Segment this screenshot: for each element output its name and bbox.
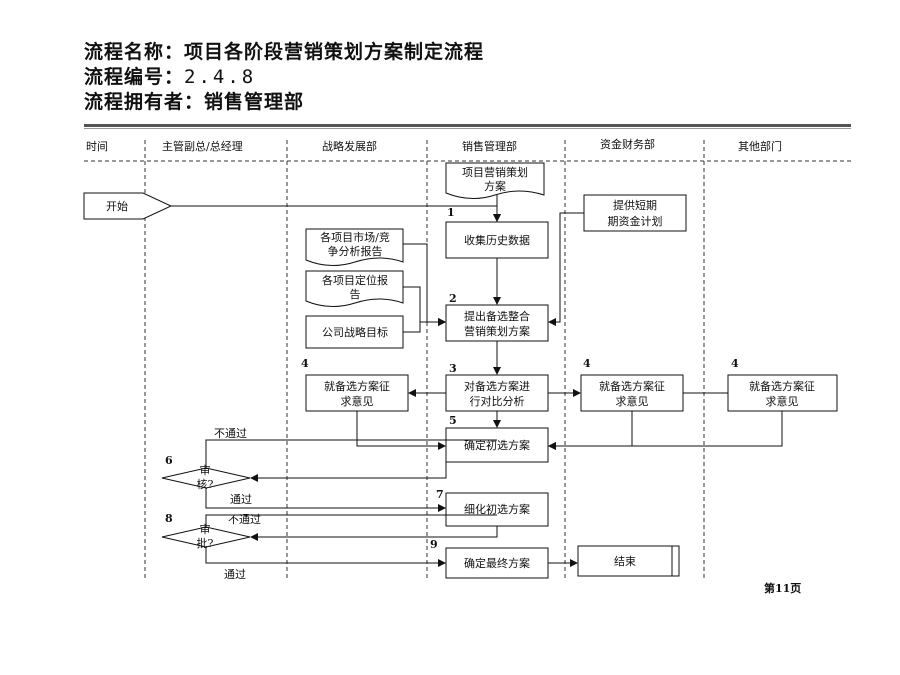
review-line2: 核? [197, 477, 214, 491]
position-line1: 各项目定位报 [322, 273, 388, 287]
header-rule-thin [84, 128, 851, 129]
step-2: 2 [449, 292, 457, 305]
funding-line2: 期资金计划 [608, 214, 663, 228]
flow-code-label: 流程编号： [84, 66, 185, 88]
opinion-strategy-box [305, 374, 409, 412]
end-label: 结束 [614, 555, 636, 568]
step-5: 5 [449, 414, 457, 427]
step-4-other: 4 [731, 357, 739, 370]
lane-sales: 销售管理部 [462, 139, 517, 153]
step-4-strategy: 4 [301, 357, 309, 370]
lane-other: 其他部门 [738, 139, 782, 153]
funding-line1: 提供短期 [613, 198, 657, 212]
start-node [83, 192, 173, 220]
confirm-label: 确定初选方案 [464, 438, 530, 452]
opinion-other-line2: 求意见 [766, 394, 799, 408]
step-1: 1 [447, 206, 455, 219]
lane-time: 时间 [86, 140, 108, 153]
opinion-strategy-line2: 求意见 [341, 394, 374, 408]
reject-label-1: 不通过 [214, 427, 247, 440]
final-label: 确定最终方案 [464, 556, 530, 570]
approve-line1: 审 [200, 522, 211, 536]
propose-line2: 营销策划方案 [464, 324, 530, 338]
plan-document [445, 162, 545, 199]
step-7: 7 [436, 488, 444, 501]
lane-vp: 主管副总/总经理 [162, 139, 243, 153]
flow-name-line: 流程名称：项目各阶段营销策划方案制定流程 [84, 40, 484, 65]
pass-label-2: 通过 [224, 568, 246, 581]
step-9: 9 [430, 538, 438, 551]
flow-owner-value: 销售管理部 [204, 91, 305, 113]
opinion-strategy-line1: 就备选方案征 [324, 379, 390, 393]
strategy-box [305, 315, 404, 349]
reject-label-2: 不通过 [228, 513, 261, 526]
opinion-finance-box [580, 374, 684, 412]
opinion-finance-line2: 求意见 [616, 394, 649, 408]
propose-box [445, 304, 549, 342]
pass-label-1: 通过 [230, 493, 252, 506]
approve-line2: 批? [197, 536, 214, 550]
market-line2: 争分析报告 [328, 244, 383, 258]
page-number: 第11页 [764, 582, 802, 595]
opinion-other-line1: 就备选方案征 [749, 379, 815, 393]
opinion-other-box [727, 374, 838, 412]
flow-name-value: 项目各阶段营销策划方案制定流程 [184, 41, 485, 63]
position-line2: 告 [350, 288, 361, 301]
refine-label: 细化初选方案 [464, 502, 530, 516]
step-8: 8 [165, 512, 173, 525]
position-document [305, 270, 404, 307]
start-label: 开始 [106, 199, 128, 213]
flow-name-label: 流程名称： [84, 41, 185, 63]
collect-box [445, 221, 549, 259]
step-6: 6 [165, 454, 173, 467]
confirm-box [445, 427, 549, 463]
plan-doc-line2: 方案 [484, 179, 506, 193]
review-line1: 审 [200, 463, 211, 477]
funding-box [583, 194, 687, 232]
propose-line1: 提出备选整合 [464, 309, 530, 323]
plan-doc-line1: 项目营销策划 [462, 165, 528, 179]
flow-owner-line: 流程拥有者：销售管理部 [84, 90, 484, 115]
lane-finance: 资金财务部 [600, 137, 655, 151]
market-line1: 各项目市场/竞 [320, 230, 390, 244]
flow-code-value: 2.4.8 [184, 66, 257, 88]
flow-owner-label: 流程拥有者： [84, 91, 205, 113]
step-3: 3 [449, 362, 457, 375]
compare-line1: 对备选方案进 [464, 379, 530, 393]
final-box [445, 547, 549, 579]
strategy-label: 公司战略目标 [322, 325, 388, 339]
connectors [171, 195, 783, 567]
lane-strategy: 战略发展部 [322, 139, 377, 153]
flow-header: 流程名称：项目各阶段营销策划方案制定流程 流程编号：2.4.8 流程拥有者：销售… [84, 40, 484, 115]
lane-dividers [144, 140, 705, 580]
step-4-finance: 4 [583, 357, 591, 370]
header-rule-thick [84, 124, 851, 127]
end-box [577, 545, 680, 577]
compare-line2: 行对比分析 [470, 394, 525, 408]
opinion-finance-line1: 就备选方案征 [599, 379, 665, 393]
refine-box [445, 492, 549, 527]
collect-label: 收集历史数据 [464, 233, 530, 247]
market-document [305, 228, 404, 266]
flow-code-line: 流程编号：2.4.8 [84, 65, 484, 90]
